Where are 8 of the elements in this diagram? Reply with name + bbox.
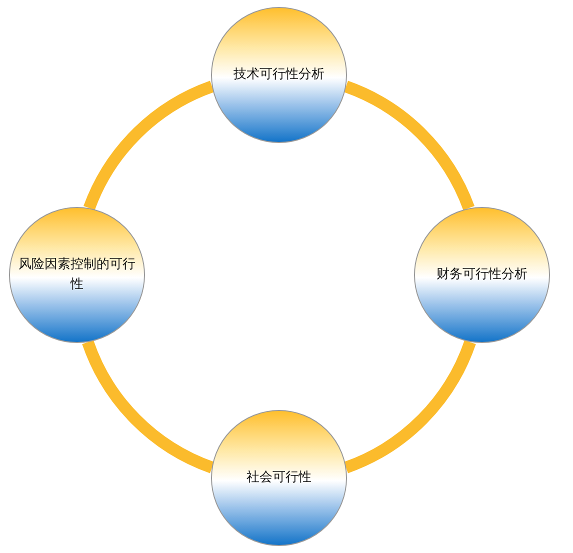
ring-arc — [344, 80, 474, 210]
ring-arc — [84, 80, 214, 210]
circle-label: 财务可行性分析 — [436, 266, 528, 284]
ring-arc — [344, 340, 476, 474]
ring-arc — [82, 340, 214, 474]
circle-label: 社会可行性 — [246, 469, 312, 487]
circle-label: 技术可行性分析 — [232, 66, 326, 84]
circle-label: 风险因素控制的可行性 — [18, 256, 136, 294]
